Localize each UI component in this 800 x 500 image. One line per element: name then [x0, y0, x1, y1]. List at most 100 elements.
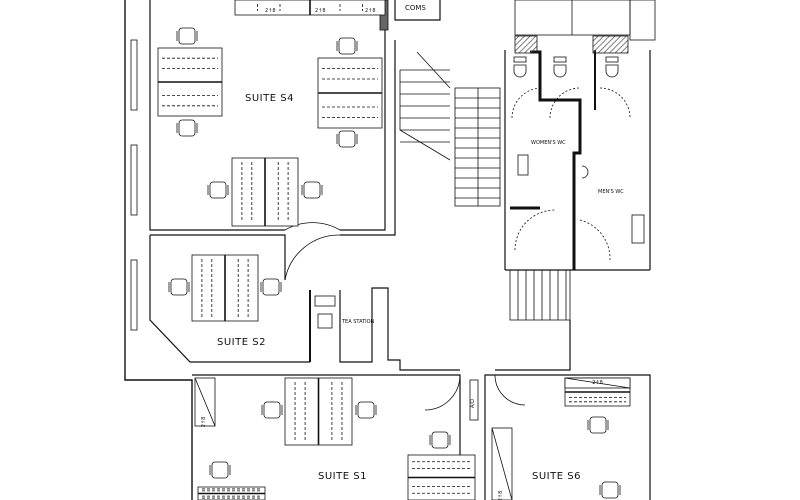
chair: [599, 481, 621, 499]
desk-cluster: [317, 57, 383, 129]
door-womens-wc: [511, 87, 541, 119]
room-label-suite-s6: SUITE S6: [532, 471, 581, 482]
chair: [261, 401, 283, 419]
chair: [429, 431, 451, 449]
chair-seat: [211, 461, 229, 479]
room-label-coms: COMS: [405, 4, 426, 12]
stair-winder: [399, 70, 451, 161]
desk-cluster: [157, 47, 223, 117]
wall-coms: [394, 0, 441, 21]
desk-cluster: [234, 0, 386, 16]
toilet: [553, 64, 567, 78]
desk-cluster: [284, 377, 353, 446]
chair: [176, 27, 198, 45]
hatched-column: [592, 35, 629, 54]
room-label-suite-s1: SUITE S1: [318, 471, 367, 482]
chair: [260, 278, 282, 296]
cistern: [553, 56, 567, 63]
chair: [336, 130, 358, 148]
chair-seat: [178, 119, 196, 137]
storage-diagonal: [491, 427, 513, 500]
window: [130, 259, 138, 331]
sink-mens: [631, 214, 645, 244]
chair: [336, 37, 358, 55]
door-cubicle: [549, 87, 581, 119]
chair-seat: [601, 481, 619, 499]
sink: [517, 154, 529, 176]
chair-seat: [303, 181, 321, 199]
hob: [314, 295, 336, 307]
cistern: [513, 56, 527, 63]
chair-seat: [262, 278, 280, 296]
chair-seat: [263, 401, 281, 419]
door-wc-entry: [514, 209, 556, 251]
chair: [176, 119, 198, 137]
chair: [301, 181, 323, 199]
door-s4: [284, 222, 341, 231]
storage-unit: 2↑8: [564, 377, 631, 389]
wall-corridor: [340, 40, 396, 236]
chair: [207, 181, 229, 199]
storage-label: 2↑8: [315, 8, 326, 14]
desk-cluster: [197, 486, 266, 500]
chair-seat: [178, 27, 196, 45]
room-label-womens-wc: WOMEN'S WC: [531, 140, 566, 146]
window: [130, 39, 138, 111]
chair-seat: [209, 181, 227, 199]
storage-label: 2↑8: [265, 8, 276, 14]
chair: [168, 278, 190, 296]
wall-s4-bottom: [149, 0, 285, 231]
storage-label: 2↑8: [592, 380, 603, 386]
chair: [587, 416, 609, 434]
toilet: [605, 64, 619, 78]
fixtures: [284, 0, 656, 421]
door-mens-wc: [599, 87, 631, 119]
storage-unit: 2↑8: [491, 427, 513, 500]
chair-seat: [170, 278, 188, 296]
room-label-ad: A/D: [470, 399, 476, 408]
wall-s4-right: [340, 0, 386, 231]
outer-wall-left: [124, 0, 193, 500]
stair-straight: [454, 87, 501, 207]
room-label-tea-station: TEA STATION: [341, 319, 375, 325]
wall-s2-top: [150, 234, 286, 280]
desk-cluster: [407, 454, 476, 500]
room-label-mens-wc: MEN'S WC: [598, 189, 624, 195]
stair-line: [416, 51, 451, 89]
wall-lower-stair: [495, 320, 571, 371]
sink-tea: [317, 313, 333, 329]
room-label-suite-s2: SUITE S2: [217, 337, 266, 348]
wall-wc-partition: [530, 50, 582, 270]
wall-tea: [339, 287, 460, 371]
door-s2: [284, 234, 341, 281]
stair-block: [629, 0, 656, 41]
chair-seat: [357, 401, 375, 419]
stair-lower: [509, 269, 571, 321]
toilet: [513, 64, 527, 78]
furniture: 2↑8 2↑8 2↑8 2↑8 2↑8 2↑8: [157, 0, 631, 500]
hatched-column: [514, 35, 538, 54]
door-s1: [424, 374, 461, 411]
wall-s6: [484, 374, 651, 500]
chair-seat: [338, 130, 356, 148]
storage-label: 2↑8: [201, 417, 207, 428]
storage-diagonal: [194, 377, 216, 427]
storage-label: 2↑8: [498, 491, 504, 500]
chair-seat: [431, 431, 449, 449]
desk-cluster: [231, 157, 299, 227]
ad-unit: [469, 379, 479, 421]
chair: [355, 401, 377, 419]
door-s6: [494, 374, 526, 406]
room-label-suite-s4: SUITE S4: [245, 93, 294, 104]
window: [130, 144, 138, 216]
chair-seat: [589, 416, 607, 434]
urinal: [581, 165, 589, 179]
wall-s2-left: [149, 235, 310, 363]
storage-label: 2↑8: [365, 8, 376, 14]
lift-block: [514, 0, 631, 36]
door-mens-entry: [579, 219, 611, 261]
cistern: [605, 56, 619, 63]
storage-unit: 2↑8: [194, 377, 216, 428]
chair-seat: [338, 37, 356, 55]
